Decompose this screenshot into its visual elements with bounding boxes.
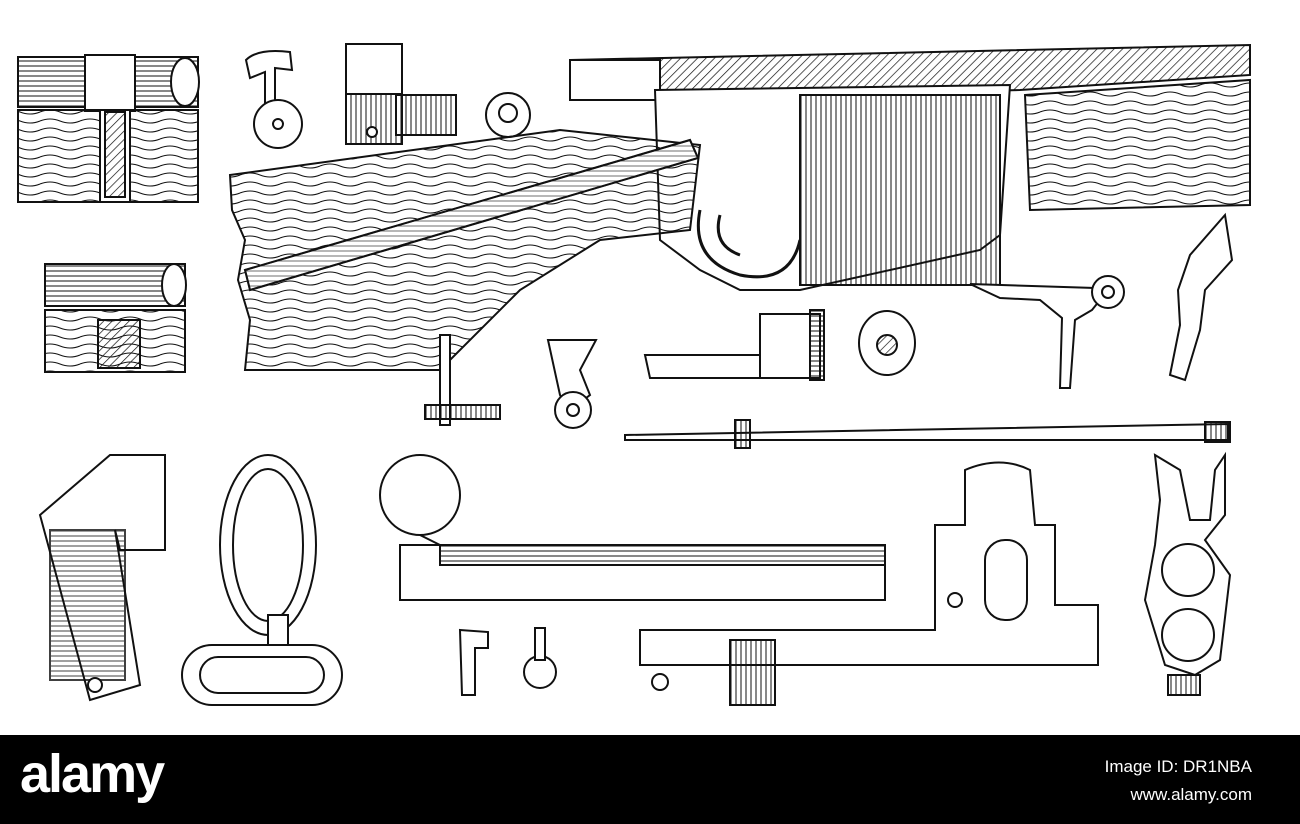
- rifle-stock: [228, 128, 702, 371]
- magazine-follower: [1143, 451, 1232, 696]
- extractor-pin: [424, 334, 501, 426]
- engraving-plate: [17, 43, 1251, 706]
- brand-logo: alamy: [20, 744, 165, 804]
- bolt-head-guide: [639, 461, 1099, 706]
- ratchet-lever: [546, 339, 598, 429]
- screw-and-block: [345, 43, 457, 145]
- band-section-bottom: [44, 263, 187, 373]
- washer: [485, 92, 531, 138]
- image-id-label: Image ID: DR1NBA: [1104, 757, 1252, 776]
- rifle-action: [569, 43, 1251, 291]
- site-url-label: www.alamy.com: [1130, 785, 1252, 804]
- ejector-spring: [643, 309, 825, 381]
- butt-plate: [38, 454, 166, 702]
- cleaning-rod: [624, 419, 1231, 449]
- sear: [1168, 212, 1234, 382]
- band-section-top: [17, 54, 200, 203]
- cocking-piece: [244, 50, 303, 149]
- nut: [858, 310, 916, 376]
- small-pins: [458, 627, 557, 696]
- bolt: [379, 454, 886, 601]
- watermark-bar: alamy Image ID: DR1NBA www.alamy.com: [0, 735, 1300, 824]
- trigger-lever: [969, 275, 1125, 389]
- sling-swivel: [181, 454, 343, 706]
